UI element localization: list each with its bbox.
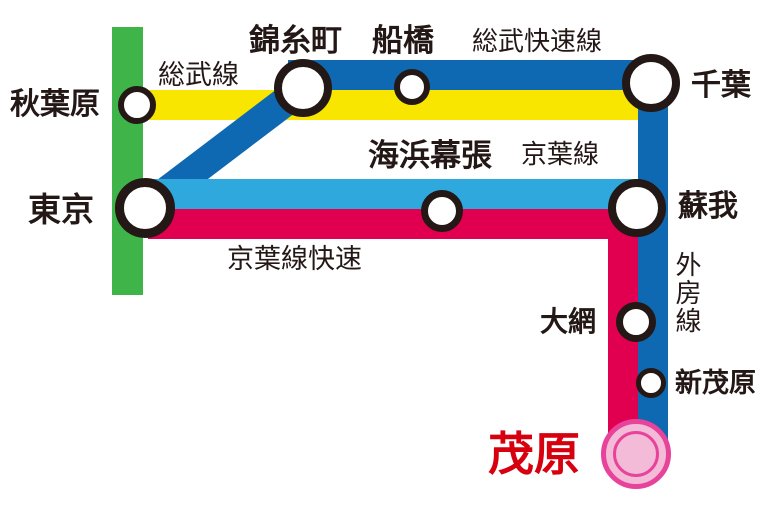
sotobo-line-vertical-segment — [638, 83, 668, 456]
station-label-shin-mobara: 新茂原 — [675, 368, 756, 399]
station-marker-akihabara — [118, 86, 156, 124]
sobu-rapid-line-label: 総武快速線 — [472, 27, 603, 57]
keiyo-rapid-line-horizontal-segment — [148, 209, 638, 239]
station-label-soga: 蘇我 — [678, 189, 738, 224]
station-label-mobara: 茂原 — [488, 427, 580, 481]
keiyo-line-label: 京葉線 — [521, 140, 600, 170]
station-label-akihabara: 秋葉原 — [10, 87, 100, 122]
keiyo-line-segment — [148, 179, 668, 209]
sobu-rapid-line-horizontal-segment — [288, 60, 668, 90]
station-label-oami: 大網 — [540, 305, 597, 338]
station-marker-funabashi — [394, 69, 430, 105]
station-marker-kinshicho — [274, 59, 332, 117]
sotobo-line-label: 外房線 — [671, 251, 701, 335]
station-marker-oami — [616, 302, 656, 342]
station-marker-tokyo — [115, 178, 175, 238]
station-marker-soga — [608, 179, 666, 237]
station-label-kaihin-makuhari: 海浜幕張 — [368, 138, 492, 174]
sobu-local-line-label: 総武線 — [158, 60, 239, 91]
station-label-tokyo: 東京 — [28, 190, 94, 229]
station-marker-kaihin-makuhari — [421, 190, 463, 232]
keiyo-rapid-line-label: 京葉線快速 — [227, 244, 362, 275]
green-line-segment — [112, 27, 143, 295]
station-label-funabashi: 船橋 — [372, 23, 434, 59]
station-marker-mobara — [601, 419, 671, 489]
station-label-kinshicho: 錦糸町 — [249, 23, 342, 59]
station-label-chiba: 千葉 — [691, 68, 751, 103]
station-marker-chiba — [622, 54, 680, 112]
station-marker-shin-mobara — [636, 368, 666, 398]
station-marker-mobara-inner-ring — [613, 431, 659, 477]
